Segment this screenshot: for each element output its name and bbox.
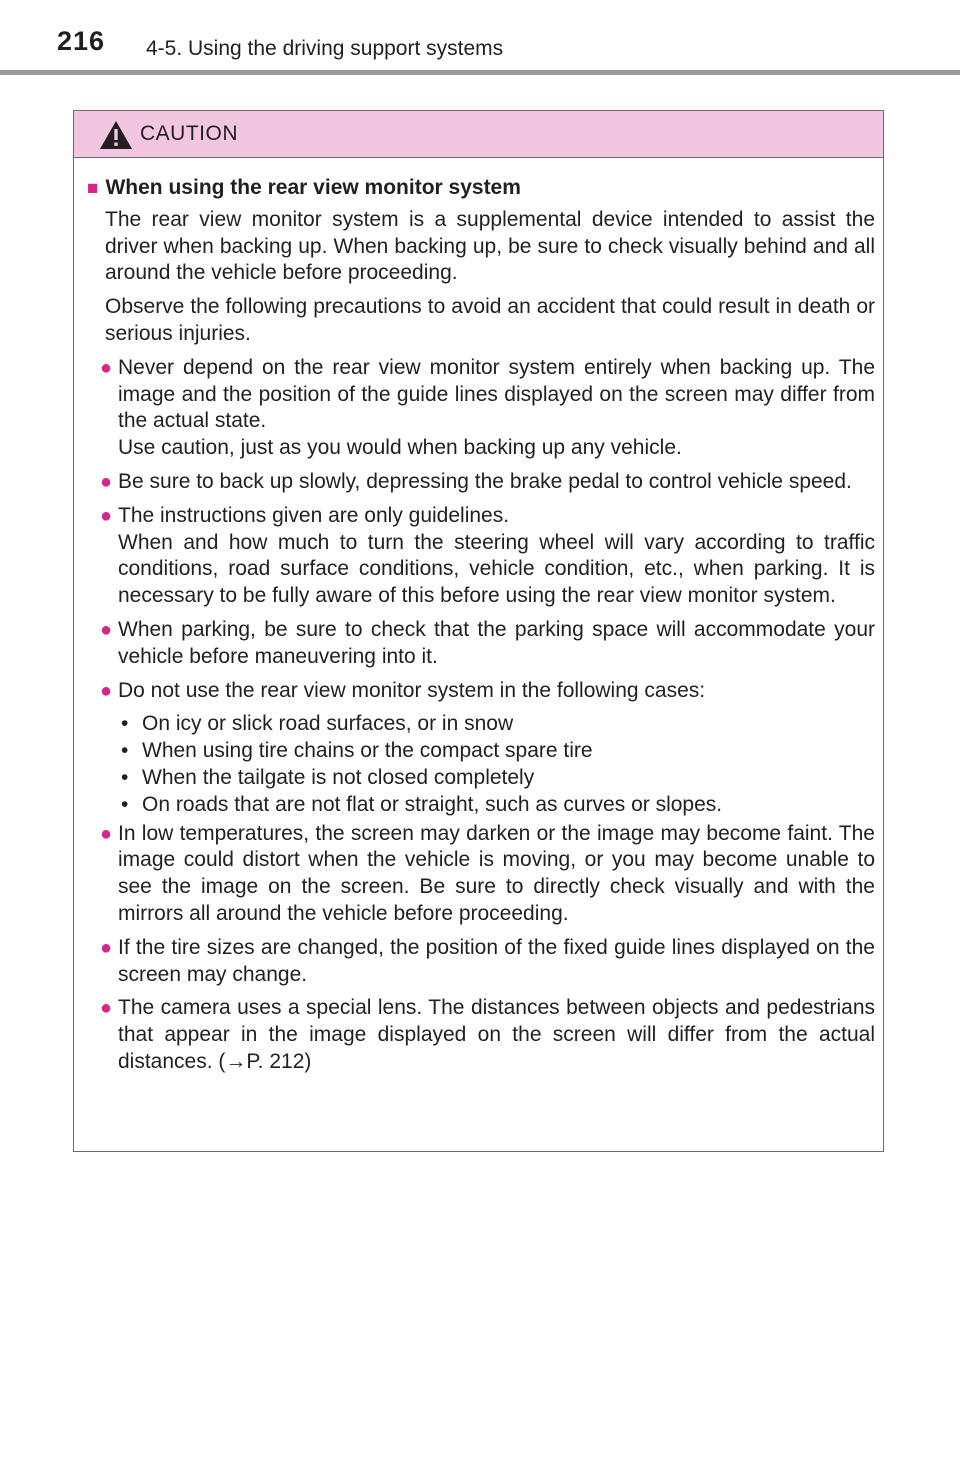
subheading-text: When using the rear view monitor system bbox=[105, 176, 521, 199]
intro-paragraph: Observe the following precautions to avo… bbox=[105, 295, 875, 345]
caution-box: CAUTION ■ When using the rear view monito… bbox=[73, 110, 884, 1152]
warning-triangle-icon bbox=[100, 121, 132, 149]
caution-subheading: ■ When using the rear view monitor system bbox=[87, 175, 875, 203]
caution-label: CAUTION bbox=[140, 122, 238, 145]
cases-list: On icy or slick road surfaces, or in sno… bbox=[87, 711, 875, 818]
bullet-text: Use caution, just as you would when back… bbox=[118, 436, 682, 460]
bullet-text: When and how much to turn the steering w… bbox=[118, 530, 875, 608]
round-bullet-icon: ● bbox=[100, 470, 113, 493]
page-number: 216 bbox=[57, 26, 106, 56]
square-bullet-icon: ■ bbox=[87, 178, 99, 199]
round-bullet-icon: ● bbox=[100, 822, 113, 845]
caution-bullet: ● The camera uses a special lens. The di… bbox=[87, 995, 875, 1075]
caution-bullet: ● In low temperatures, the screen may da… bbox=[87, 821, 875, 928]
intro-paragraph: The rear view monitor system is a supple… bbox=[105, 207, 875, 285]
bullet-text: Do not use the rear view monitor system … bbox=[118, 678, 706, 702]
case-item: On roads that are not flat or straight, … bbox=[119, 792, 875, 819]
round-bullet-icon: ● bbox=[100, 356, 113, 379]
round-bullet-icon: ● bbox=[100, 997, 113, 1020]
case-item: When using tire chains or the compact sp… bbox=[119, 738, 875, 765]
bullet-text: Never depend on the rear view monitor sy… bbox=[118, 355, 875, 433]
caution-bullet: ● The instructions given are only guidel… bbox=[87, 503, 875, 610]
round-bullet-icon: ● bbox=[100, 936, 113, 959]
case-item: When the tailgate is not closed complete… bbox=[119, 765, 875, 792]
case-item: On icy or slick road surfaces, or in sno… bbox=[119, 711, 875, 738]
caution-body: ■ When using the rear view monitor system… bbox=[74, 158, 883, 1076]
bullet-text: The camera uses a special lens. The dist… bbox=[118, 996, 875, 1073]
page-header: 216 4-5. Using the driving support syste… bbox=[0, 0, 960, 76]
bullet-text: The instructions given are only guidelin… bbox=[118, 503, 510, 527]
bullet-text: In low temperatures, the screen may dark… bbox=[118, 821, 875, 925]
caution-bullet: ● Do not use the rear view monitor syste… bbox=[87, 678, 875, 705]
caution-header: CAUTION bbox=[74, 111, 883, 158]
round-bullet-icon: ● bbox=[100, 618, 113, 641]
bullet-text: When parking, be sure to check that the … bbox=[118, 617, 875, 668]
caution-bullet: ● Never depend on the rear view monitor … bbox=[87, 355, 875, 462]
caution-bullet: ● If the tire sizes are changed, the pos… bbox=[87, 935, 875, 989]
caution-bullet: ● When parking, be sure to check that th… bbox=[87, 617, 875, 671]
bullet-text: Be sure to back up slowly, depressing th… bbox=[118, 469, 852, 493]
round-bullet-icon: ● bbox=[100, 679, 113, 702]
header-divider bbox=[0, 70, 960, 75]
section-title: 4-5. Using the driving support systems bbox=[146, 37, 504, 60]
round-bullet-icon: ● bbox=[100, 504, 113, 527]
bullet-text: If the tire sizes are changed, the posit… bbox=[118, 935, 875, 986]
caution-bullet: ● Be sure to back up slowly, depressing … bbox=[87, 469, 875, 496]
